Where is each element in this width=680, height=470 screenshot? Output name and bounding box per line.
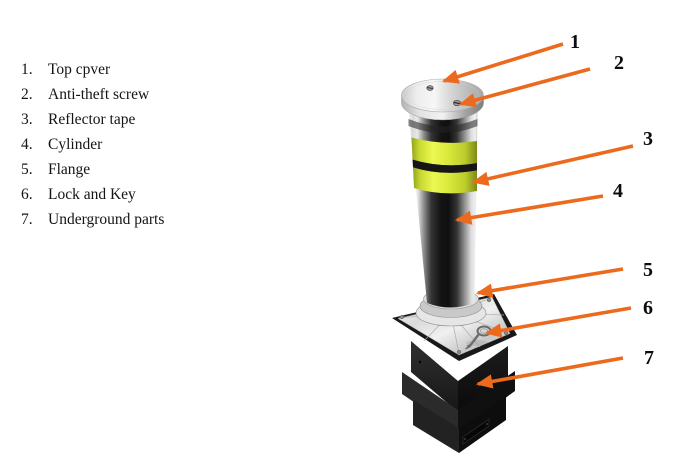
parts-list-item: 2. Anti-theft screw [21, 82, 164, 107]
parts-list-number: 1. [21, 60, 33, 78]
callout-number-cylinder: 4 [613, 180, 623, 202]
parts-list-item: 5. Flange [21, 157, 164, 182]
handle-screw [486, 423, 488, 425]
parts-list-number: 3. [21, 110, 33, 128]
callout-number-flange: 5 [643, 259, 653, 281]
parts-list-item: 3. Reflector tape [21, 107, 164, 132]
box-handle [462, 418, 490, 445]
parts-list-number: 2. [21, 85, 33, 103]
parts-list-number: 7. [21, 210, 33, 228]
parts-list: 1. Top cpver 2. Anti-theft screw 3. Refl… [21, 57, 164, 232]
parts-list-label: Reflector tape [48, 110, 136, 128]
parts-list-item: 7. Underground parts [21, 207, 164, 232]
parts-list-number: 6. [21, 185, 33, 203]
reflector-tape-lower [413, 167, 477, 194]
reflector-tape-upper [411, 137, 477, 166]
callout-arrow-reflector-tape [471, 144, 634, 186]
parts-list-label: Top cpver [48, 60, 111, 78]
parts-list-label: Anti-theft screw [48, 85, 150, 103]
callout-arrow-cylinder [454, 194, 604, 225]
callout-arrow-lock-and-key [484, 306, 632, 338]
callout-arrow-underground-parts [475, 356, 624, 389]
box-upper-left-face [411, 341, 458, 412]
cap-shadow [408, 119, 478, 133]
parts-list-number: 5. [21, 160, 33, 178]
callout-number-lock-and-key: 6 [643, 297, 653, 319]
callout-number-underground-parts: 7 [644, 347, 654, 369]
parts-list-label: Lock and Key [48, 185, 136, 203]
box-collar-right [458, 371, 515, 432]
parts-list-item: 6. Lock and Key [21, 182, 164, 207]
reflector-tape [411, 137, 477, 194]
parts-list-label: Cylinder [48, 135, 103, 153]
box-lower-left-face [413, 400, 459, 453]
parts-list-item: 4. Cylinder [21, 132, 164, 157]
box-collar-left [402, 372, 458, 432]
tape-gap [412, 159, 477, 173]
callout-number-top-cover: 1 [570, 31, 580, 53]
callout-number-reflector-tape: 3 [643, 128, 653, 150]
handle-screw [464, 438, 466, 440]
flange-corner-screws [399, 297, 509, 355]
parts-list-number: 4. [21, 135, 33, 153]
box-bolt-hole [418, 360, 422, 364]
callout-arrow-top-cover [441, 42, 564, 84]
parts-list-label: Underground parts [48, 210, 165, 228]
callout-number-anti-theft-screw: 2 [614, 52, 624, 74]
parts-list-item: 1. Top cpver [21, 57, 164, 82]
parts-list-label: Flange [48, 160, 91, 178]
callout-arrow-anti-theft-screw [458, 67, 591, 108]
key-bit [465, 343, 472, 350]
callout-arrow-flange [475, 267, 624, 298]
